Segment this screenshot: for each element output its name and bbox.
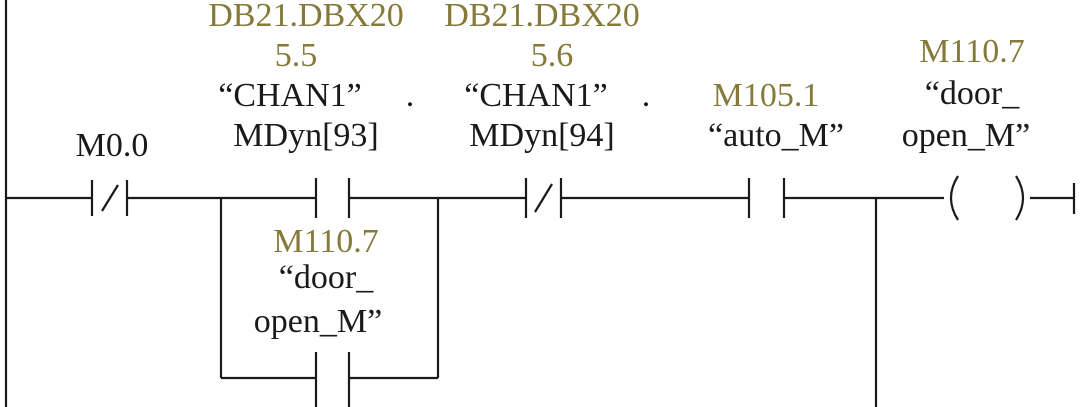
coil-symbol-line2: open_M” bbox=[901, 117, 1031, 154]
branch-contact-symbol-line2: open_M” bbox=[253, 303, 383, 340]
branch-contact-symbol-line1: “door_ bbox=[278, 259, 374, 296]
mdyn93-symbol-line2: MDyn[93] bbox=[233, 117, 379, 154]
mdyn94-symbol-line1: “CHAN1” bbox=[464, 77, 608, 114]
contact-auto-m bbox=[747, 178, 786, 218]
mdyn94-symbol-line2: MDyn[94] bbox=[469, 117, 615, 154]
coil-symbol-line1: “door_ bbox=[924, 75, 1020, 112]
auto-m-symbol: “auto_M” bbox=[708, 117, 844, 154]
auto-m-address: M105.1 bbox=[712, 77, 820, 114]
mdyn93-symbol-line1: “CHAN1” bbox=[218, 77, 362, 114]
parallel-branch-wire bbox=[219, 198, 440, 380]
mdyn94-symbol-dot: . bbox=[641, 77, 651, 114]
contact-door-open-branch bbox=[314, 352, 351, 407]
output-coil bbox=[949, 175, 1025, 221]
contact-mdyn93 bbox=[314, 178, 351, 218]
mdyn94-address-line1: DB21.DBX20 bbox=[444, 0, 640, 34]
mdyn93-address-line1: DB21.DBX20 bbox=[208, 0, 404, 34]
mdyn93-symbol-dot: . bbox=[405, 77, 415, 114]
m0-0-address: M0.0 bbox=[75, 127, 149, 164]
branch-contact-address: M110.7 bbox=[273, 223, 379, 260]
mdyn93-address-line2: 5.5 bbox=[274, 37, 318, 74]
contact-mdyn94 bbox=[524, 178, 563, 218]
coil-address: M110.7 bbox=[919, 33, 1025, 70]
mdyn94-address-line2: 5.6 bbox=[530, 37, 574, 74]
contact-m0-0 bbox=[90, 180, 129, 216]
